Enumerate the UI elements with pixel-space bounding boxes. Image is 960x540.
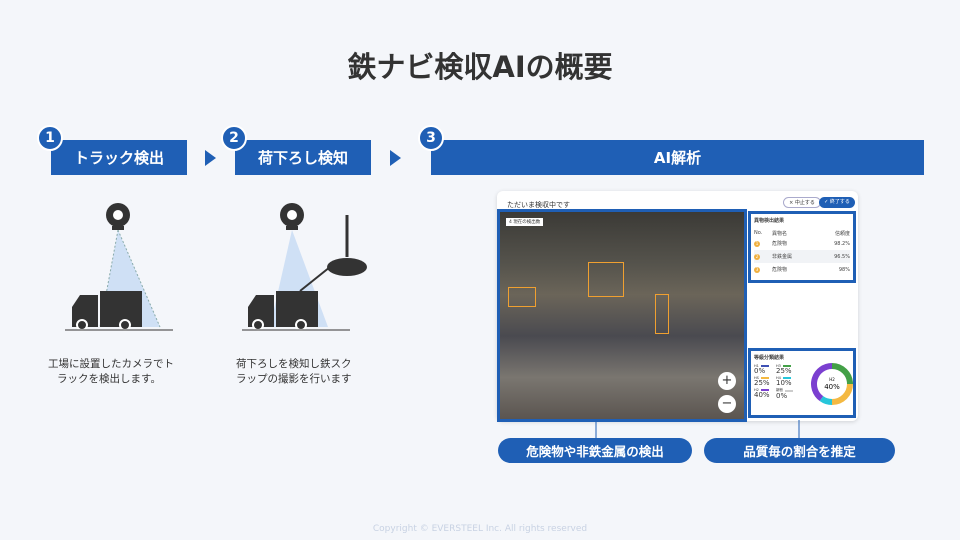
app-screenshot: ただいま検収中です × 中止する ✓ 終了する 4 現在の検出数 + − 異物検… (497, 191, 858, 422)
desc-line: 工場に設置したカメラでト (48, 358, 174, 370)
grade-title: 等級分類結果 (754, 355, 785, 361)
header-confidence: 信頼度 (834, 231, 850, 237)
donut-slice-HS (831, 383, 853, 405)
step-3-header: AI解析 (431, 140, 924, 175)
foreign-row: 1 危険物 98.2% (754, 237, 850, 250)
desc-line: 荷下ろしを検知し鉄スク (236, 358, 352, 370)
donut-slice-H3 (831, 363, 853, 385)
finish-button[interactable]: ✓ 終了する (819, 197, 855, 208)
legend-swatch (760, 389, 769, 391)
step-2-label: 荷下ろし検知 (257, 149, 348, 167)
grade-label: H1 (754, 364, 759, 368)
row-name: 危険物 (772, 241, 788, 247)
detection-box-1 (508, 287, 536, 307)
row-confidence: 98% (838, 266, 850, 273)
step-1-description: 工場に設置したカメラでトラックを検出します。 (48, 357, 174, 387)
copyright: Copyright © EVERSTEEL Inc. All rights re… (372, 524, 588, 534)
grade-label: HS (754, 376, 759, 380)
grade-label: H3 (776, 364, 781, 368)
lifting-magnet-icon (327, 215, 367, 276)
grade-label: H4 (776, 376, 781, 380)
grade-value: 40% (754, 391, 770, 399)
step-2-header: 荷下ろし検知 (235, 140, 371, 175)
unloading-camera-illustration (242, 203, 367, 331)
donut-slice-H4 (819, 396, 833, 405)
grade-value: 0% (776, 392, 788, 400)
truck-icon (248, 291, 318, 331)
desc-line: ラップの撮影を行います (236, 373, 352, 385)
foreign-title: 異物検出結果 (754, 218, 785, 224)
step-2-description: 荷下ろしを検知し鉄スクラップの撮影を行います (236, 357, 352, 387)
arrow-icon (390, 150, 401, 166)
legend-swatch (760, 377, 769, 379)
donut-slice-H2 (811, 363, 833, 401)
row-number: 3 (754, 266, 760, 273)
detection-box-3 (655, 294, 669, 334)
header-no: No. (754, 230, 763, 236)
donut-center-label: H2 (829, 377, 835, 382)
foreign-object-results: 異物検出結果 No. 異物名 信頼度 1 危険物 98.2% 2 非鉄金属 96.5% 3 危険物… (748, 211, 856, 283)
grade-value: 25% (776, 367, 792, 375)
page-title: 鉄ナビ検収AIの概要 (347, 50, 613, 84)
zoom-in-button[interactable]: + (718, 372, 736, 390)
header-name: 異物名 (772, 231, 788, 237)
step-1-header: トラック検出 (51, 140, 187, 175)
legend-swatch (782, 377, 791, 379)
step-3-number: 3 (418, 125, 444, 151)
callout-detection: 危険物や非鉄金属の検出 (498, 438, 692, 463)
row-number: 2 (754, 253, 760, 260)
row-number: 1 (754, 240, 760, 247)
desc-line: ラックを検出します。 (57, 373, 161, 385)
legend-swatch (785, 389, 793, 392)
step-1-number: 1 (37, 125, 63, 151)
row-name: 危険物 (772, 267, 788, 273)
grade-label: H2 (754, 388, 759, 392)
row-name: 非鉄金属 (772, 254, 793, 260)
donut-center-value: 40% (824, 383, 840, 391)
status-text: ただいま検収中です (507, 201, 570, 209)
step-2-number: 2 (221, 125, 247, 151)
stop-button[interactable]: × 中止する (783, 197, 821, 208)
grade-label: 新断 (776, 388, 783, 392)
detection-count-badge: 4 現在の検出数 (506, 218, 544, 226)
grade-value: 0% (754, 367, 766, 375)
foreign-row: 2 非鉄金属 96.5% (754, 250, 850, 263)
camera-feed: 4 現在の検出数 + − (497, 209, 747, 422)
callout-grade-estimation: 品質毎の割合を推定 (704, 438, 895, 463)
legend-swatch (782, 365, 791, 367)
zoom-out-button[interactable]: − (718, 395, 736, 413)
grade-value: 25% (754, 379, 770, 387)
arrow-icon (205, 150, 216, 166)
step-3-label: AI解析 (653, 149, 702, 167)
foreign-row: 3 危険物 98% (754, 263, 850, 276)
legend-swatch (760, 365, 769, 367)
row-confidence: 96.5% (834, 253, 850, 260)
grade-value: 10% (776, 379, 792, 387)
step-1-label: トラック検出 (73, 149, 164, 167)
truck-icon (72, 291, 142, 331)
truck-camera-illustration (65, 203, 173, 331)
connector-lines (595, 420, 800, 438)
detection-box-2 (588, 262, 624, 297)
row-confidence: 98.2% (834, 240, 850, 247)
